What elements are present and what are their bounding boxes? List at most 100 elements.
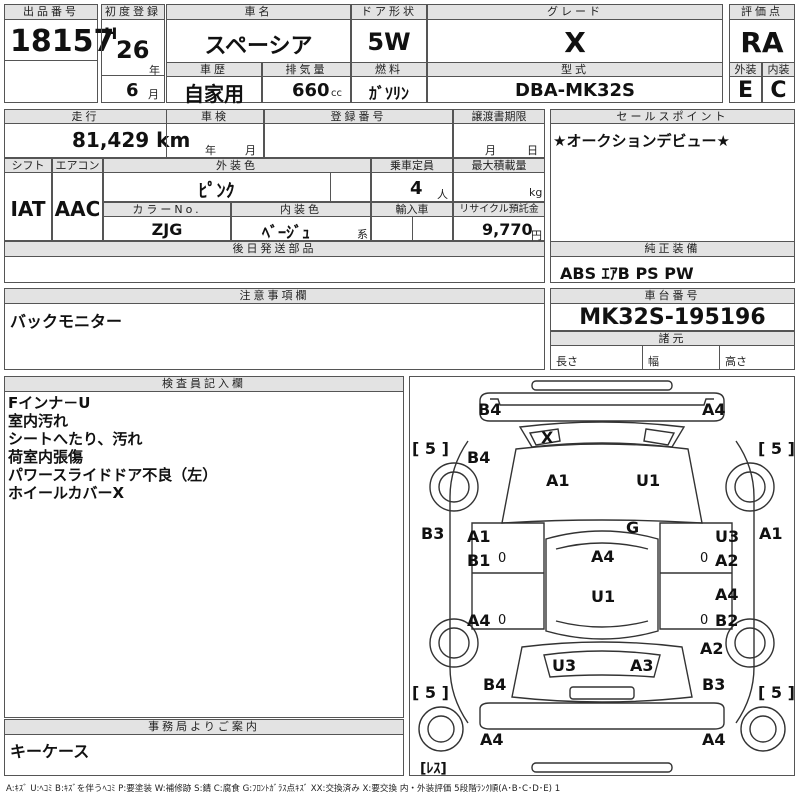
spec-height: 高さ (725, 355, 747, 368)
caution-header: 注意事項欄 (4, 288, 545, 304)
damage-g-glass: G (626, 518, 640, 537)
exterior-grade: E (737, 78, 754, 103)
year-unit: 年 (149, 64, 160, 77)
model-type: DBA-MK32S (515, 80, 635, 101)
spec-length: 長さ (556, 355, 578, 368)
interior-color: ﾍﾞｰｼﾞｭ (262, 223, 311, 242)
first-reg-month: 6 (126, 80, 139, 101)
door-type: 5W (367, 28, 411, 56)
rating-header: 評価点 (729, 4, 795, 20)
damage-a1-right: A1 (759, 524, 783, 543)
handle-left-rear: 0 (498, 613, 507, 628)
inspector-note: 室内汚れ (8, 412, 69, 430)
lot-no-cell (4, 19, 98, 103)
damage-u1-hood: U1 (636, 471, 661, 490)
tire-front-right: [ 5 ] (758, 439, 795, 458)
max-load-header: 最大積載量 (453, 158, 545, 173)
recycle-unit: 円 (531, 229, 542, 242)
first-reg-year: 26 (116, 36, 150, 64)
max-load-unit: kg (529, 186, 543, 199)
interior-header: 内装 (762, 62, 795, 77)
chassis-no-header: 車台番号 (550, 288, 795, 304)
sales-point-header: セールスポイント (550, 109, 795, 124)
inspection-year-unit: 年 (205, 144, 216, 157)
spec-width: 幅 (648, 355, 659, 368)
grade: X (564, 26, 586, 59)
model-type-header: 型式 (427, 62, 723, 77)
aircon-type: AAC (54, 197, 101, 221)
shift-type: IAT (10, 197, 46, 221)
shift-header: シフト (4, 158, 52, 173)
damage-a4-rear-right: A4 (702, 730, 726, 749)
genuine-header: 純正装備 (550, 241, 795, 257)
chassis-number: MK32S-195196 (579, 305, 766, 330)
spare-tire-status: [ﾚｽ] (420, 761, 447, 777)
recycle-fee: 9,770 (482, 220, 533, 239)
inspection-header: 車検 (166, 109, 264, 124)
damage-a1-hood: A1 (546, 471, 570, 490)
color-no-header: カラーNo. (103, 202, 231, 217)
damage-b3-right-quarter: B3 (702, 675, 726, 694)
displacement-header: 排気量 (262, 62, 351, 77)
tire-front-left: [ 5 ] (412, 439, 449, 458)
first-reg-cell (101, 19, 165, 103)
auction-rating: RA (740, 26, 784, 59)
capacity-unit: 人 (437, 188, 448, 201)
inspector-header: 検査員記入欄 (4, 376, 404, 392)
tire-rear-right: [ 5 ] (758, 683, 795, 702)
lot-number: 18157 (10, 24, 115, 59)
recycle-header: リサイクル預託金 (453, 202, 545, 217)
damage-a2-right-quarter: A2 (700, 639, 724, 658)
caution-text: バックモニター (10, 312, 123, 331)
int-color-header: 内装色 (231, 202, 371, 217)
transfer-month-unit: 月 (485, 144, 496, 157)
damage-a4-rear-left: A4 (480, 730, 504, 749)
inspector-note: Fインナ－U (8, 394, 91, 412)
int-color-suffix: 系 (357, 228, 368, 241)
handle-right: 0 (700, 551, 709, 566)
damage-a4-front-right: A4 (702, 400, 726, 419)
transfer-day-unit: 日 (527, 144, 538, 157)
import-header: 輸入車 (371, 202, 453, 217)
reg-no-header: 登録番号 (264, 109, 453, 124)
history-header: 車歴 (166, 62, 262, 77)
ext-color-header: 外装色 (103, 158, 371, 173)
inspector-note: パワースライドドア不良（左） (8, 466, 218, 484)
damage-u3-right-door: U3 (715, 527, 740, 546)
later-parts-header: 後日発送部品 (4, 241, 545, 257)
damage-b3-left: B3 (421, 524, 445, 543)
handle-right-rear: 0 (700, 613, 709, 628)
capacity-header: 乗車定員 (371, 158, 453, 173)
color-number: ZJG (151, 220, 183, 239)
damage-u3-rear: U3 (552, 656, 577, 675)
lot-no-header: 出品番号 (4, 4, 98, 20)
aircon-header: エアコン (52, 158, 103, 173)
damage-b4-left: B4 (467, 448, 491, 467)
era: H (104, 24, 118, 43)
genuine-equipment: ABS ｴｱB PS PW (560, 264, 694, 283)
inspector-notes: Fインナ－U 室内汚れ シートへたり、汚れ 荷室内張傷 パワースライドドア不良（… (8, 394, 398, 502)
damage-a3-rear: A3 (630, 656, 654, 675)
first-reg-header: 初度登録 (101, 4, 165, 20)
legend: A:ｷｽﾞ U:ﾍｺﾐ B:ｷｽﾞを伴うﾍｺﾐ P:要塗装 W:補修跡 S:錆 … (6, 784, 561, 794)
damage-b4-left-quarter: B4 (483, 675, 507, 694)
damage-b4-front-left: B4 (478, 400, 502, 419)
inspector-note: ホイールカバーX (8, 484, 125, 502)
grade-header: グレード (427, 4, 723, 20)
fuel-type: ｶﾞｿﾘﾝ (368, 84, 409, 103)
damage-a1-left-door: A1 (467, 527, 491, 546)
door-header: ドア形状 (351, 4, 427, 20)
month-unit: 月 (148, 88, 159, 101)
inspection-month-unit: 月 (245, 144, 256, 157)
fuel-header: 燃料 (351, 62, 427, 77)
tire-rear-left: [ 5 ] (412, 683, 449, 702)
interior-grade: C (770, 78, 787, 103)
sales-point-text: ★オークションデビュー★ (553, 132, 730, 150)
damage-a2-right-door: A2 (715, 551, 739, 570)
car-name-header: 車名 (166, 4, 351, 20)
mileage-header: 走行 (4, 109, 167, 124)
handle-left: 0 (498, 551, 507, 566)
damage-b1-left-door: B1 (467, 551, 491, 570)
damage-u1-roof: U1 (591, 587, 616, 606)
damage-b2-right-rear-door: B2 (715, 611, 739, 630)
